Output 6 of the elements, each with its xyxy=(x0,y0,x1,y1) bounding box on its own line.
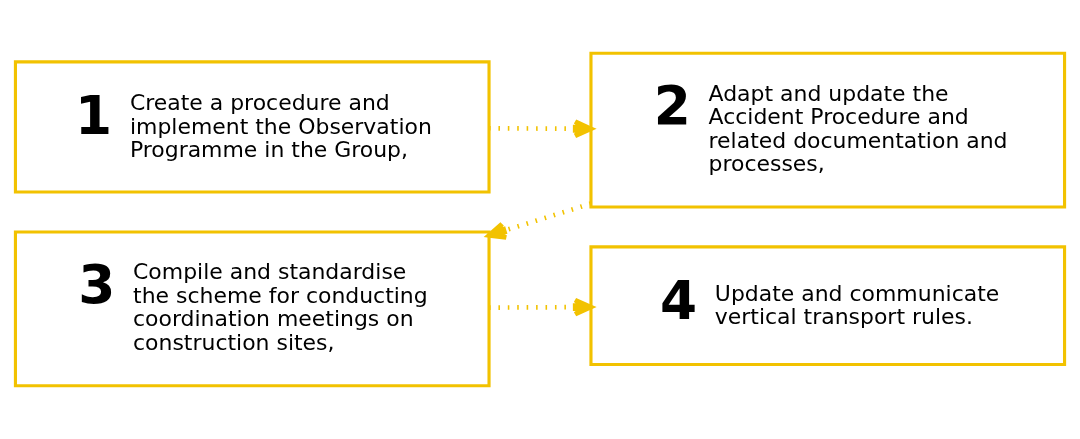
node-box: 4 Update and communicate vertical transport rules. xyxy=(589,245,1067,367)
arrow xyxy=(489,297,594,317)
arrow xyxy=(486,201,592,240)
node-box: 3 Compile and standardise the scheme for conducting coordination meetings on construction sites, xyxy=(13,230,491,388)
arrow xyxy=(489,119,594,139)
node-box: 1 Create a procedure and implement the Observation Programme in the Group, xyxy=(13,60,491,194)
